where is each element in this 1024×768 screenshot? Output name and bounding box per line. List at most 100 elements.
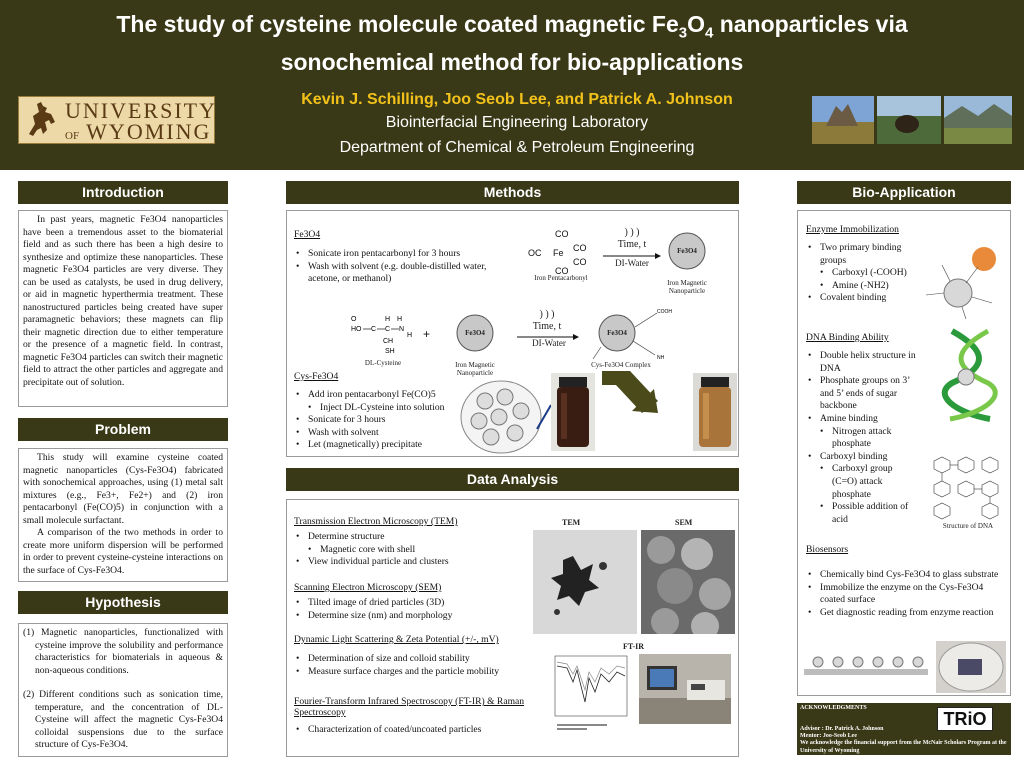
dna-title: DNA Binding Ability [806,332,889,343]
hypothesis-box: (1) Magnetic nanoparticles, functionaliz… [18,623,228,757]
co-label: CO [573,257,587,267]
enzyme-binding-diagram [925,247,996,320]
ftir-image-label: FT-IR [623,642,645,651]
svg-text:H: H [385,316,390,323]
analysis-item: Determine size (nm) and morphology [294,610,526,623]
sem-image-label: SEM [675,518,693,527]
nanoparticle-icon [456,314,494,352]
enzyme-title: Enzyme Immobilization [806,224,899,235]
biosensor-section: Biosensors Chemically bind Cys-Fe3O4 to … [806,544,1010,619]
analysis-item: View individual particle and clusters [294,556,526,569]
dl-cysteine-label: DL-Cysteine [364,359,402,367]
logo-university-text: UNIVERSITY [65,98,217,123]
tem-image [533,530,637,634]
svg-text:CH: CH [383,338,393,345]
wyoming-photos [812,96,1012,144]
biosensor-surface-diagram [804,656,928,675]
cys-title: Cys-Fe3O4 [294,371,339,382]
connector-arrow [536,404,552,430]
bio-application-header: Bio-Application [797,181,1011,204]
bio-item: Get diagnostic reading from enzyme react… [806,607,1010,620]
problem-text-1: This study will examine cysteine coated … [23,452,223,526]
particle-cluster-icon [460,380,542,454]
ftir-section: Fourier-Transform Infrared Spectroscopy … [294,696,526,737]
ack-thanks: We acknowledge the financial support fro… [800,740,1007,754]
data-analysis-box: Transmission Electron Microscopy (TEM) D… [286,499,739,757]
tem-title: Transmission Electron Microscopy (TEM) [294,516,458,527]
time-label: Time, t [532,321,562,332]
introduction-text: In past years, magnetic Fe3O4 nanopartic… [23,214,223,388]
bio-item: Covalent binding [806,292,918,305]
ftir-spectrum-image [545,652,631,734]
plus-sign: + [423,327,431,341]
dl-cysteine-structure: HO O C C N H H H CH SH [351,316,412,355]
hypothesis-header: Hypothesis [18,591,228,614]
logo-wyoming-text: OF WYOMING [65,119,212,144]
bio-item: Immobilize the enzyme on the Cys-Fe3O4 c… [806,582,1010,607]
bucking-horse-icon [29,102,55,136]
introduction-header: Introduction [18,181,228,204]
nanoparticle-icon [668,232,706,270]
oc-label: OC [528,248,542,258]
bio-item: Carboxyl binding [806,451,918,464]
fe3o4-method: Fe3O4 Sonicate iron pentacarbonyl for 3 … [294,229,504,286]
reaction-arrow [517,334,579,340]
method-step: Wash with solvent (e.g. double-distilled… [294,261,504,286]
biosensor-photo [936,641,1006,693]
analysis-subitem: Magnetic core with shell [294,544,526,557]
svg-text:H: H [407,332,412,339]
sem-image [641,530,735,634]
bio-item: Chemically bind Cys-Fe3O4 to glass subst… [806,569,1010,582]
fe3o4-particle-label: Fe3O4 [465,329,485,337]
bio-item: Double helix structure in DNA [806,350,918,375]
methods-header: Methods [286,181,739,204]
analysis-item: Determine structure [294,531,526,544]
problem-box: This study will examine cysteine coated … [18,448,228,582]
enzyme-section: Enzyme Immobilization Two primary bindin… [806,224,918,305]
bio-subitem: Carboxyl (-COOH) [806,267,918,280]
di-water-label: DI-Water [532,338,566,348]
biosensor-title: Biosensors [806,544,849,555]
method-substep: Inject DL-Cysteine into solution [294,402,464,415]
method-step: Wash with solvent [294,427,464,440]
co-label: CO [573,243,587,253]
co-label: CO [555,229,569,239]
sonication-symbol: ) ) ) [539,309,555,320]
tem-image-label: TEM [562,518,581,527]
svg-text:H: H [397,316,402,323]
bio-application-box: Enzyme Immobilization Two primary bindin… [797,210,1011,696]
time-label: Time, t [617,239,647,250]
cys-method: Cys-Fe3O4 Add iron pentacarbonyl Fe(CO)5… [294,371,464,452]
fe3o4-particle-label: Fe3O4 [677,247,697,255]
dls-section: Dynamic Light Scattering & Zeta Potentia… [294,634,526,678]
cys-complex-icon: COOH NH [592,309,672,361]
analysis-item: Measure surface charges and the particle… [294,666,526,679]
fe3o4-particle-label: Fe3O4 [607,329,627,337]
method-step: Sonicate for 3 hours [294,414,464,427]
bio-item: Amine binding [806,413,918,426]
fe3o4-title: Fe3O4 [294,229,321,240]
reaction-arrow [603,253,661,259]
analysis-item: Characterization of coated/uncoated part… [294,724,526,737]
fe-label: Fe [553,248,564,258]
analysis-item: Tilted image of dried particles (3D) [294,597,526,610]
sem-section: Scanning Electron Microscopy (SEM) Tilte… [294,582,526,622]
iron-np-label-top: Iron Magnetic Nanoparticle [667,279,707,295]
method-step: Let (magnetically) precipitate [294,439,464,452]
vial-dark-photo [551,373,595,451]
sem-title: Scanning Electron Microscopy (SEM) [294,582,442,593]
co-label: CO [555,266,569,276]
cys-complex-label: Cys-Fe3O4 Complex [591,361,651,369]
problem-text-2: A comparison of the two methods in order… [23,527,223,576]
dna-caption: Structure of DNA [942,522,994,530]
vial-light-photo [693,373,737,451]
ack-mentor: Mentor: Joo-Seob Lee [800,733,857,739]
ftir-instrument-photo [639,654,731,724]
svg-text:NH: NH [657,355,665,361]
hypothesis-2: (2) Different conditions such as sonicat… [23,689,223,750]
data-analysis-header: Data Analysis [286,468,739,491]
dna-section: DNA Binding Ability Double helix structu… [806,332,918,526]
svg-text:C: C [371,326,376,333]
dna-structure-diagram [933,456,999,520]
sonication-symbol: ) ) ) [624,227,640,238]
